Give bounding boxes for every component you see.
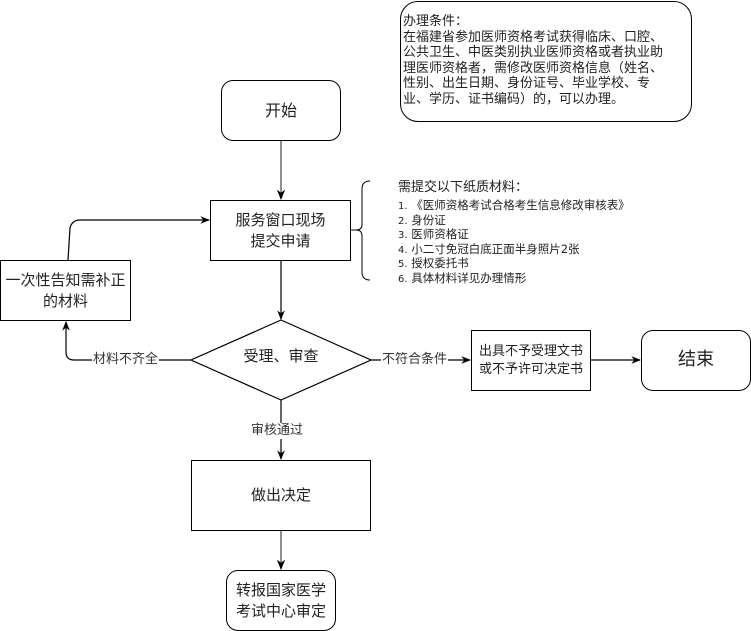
final-review-label: 转报国家医学 考试中心审定 [235,581,326,620]
conditions-note: 办理条件： 在福建省参加医师资格考试获得临床、口腔、 公共卫生、中医类别执业医师… [400,1,692,122]
edge-label-incomplete: 材料不齐全 [92,352,160,368]
edge-review-to-notify [62,321,191,361]
edge-label-approved: 审核通过 [250,423,305,439]
review-label: 受理、审查 [243,347,319,365]
materials-item: 2. 身份证 [398,212,446,227]
materials-item: 3. 医师资格证 [398,227,469,242]
materials-item: 4. 小二寸免冠白底正面半身照片2张 [398,241,580,256]
materials-heading: 需提交以下纸质材料： [398,180,529,195]
final-review-node[interactable]: 转报国家医学 考试中心审定 [226,570,336,631]
materials-list: 需提交以下纸质材料： 1. 《医师资格考试合格考生信息修改审核表》 2. 身份证… [398,176,630,287]
notify-supplement-node[interactable]: 一次性告知需补正 的材料 [0,260,131,321]
reject-label: 出具不予受理文书 或不予许可决定书 [478,343,583,377]
materials-item: 5. 授权委托书 [398,256,469,271]
decide-node[interactable]: 做出决定 [191,460,371,531]
materials-bracket [355,180,371,281]
service-window-node[interactable]: 服务窗口现场 提交申请 [210,200,351,261]
conditions-text: 办理条件： 在福建省参加医师资格考试获得临床、口腔、 公共卫生、中医类别执业医师… [403,14,664,107]
notify-supplement-label: 一次性告知需补正 的材料 [5,271,126,310]
start-label: 开始 [264,100,297,120]
materials-item: 1. 《医师资格考试合格考生信息修改审核表》 [398,198,630,212]
end-label: 结束 [678,349,714,371]
materials-item: 6. 具体材料详见办理情形 [398,270,527,285]
edge-label-not-qualified: 不符合条件 [381,352,449,368]
end-node[interactable]: 结束 [641,330,751,391]
edge-notify-to-service [67,216,210,261]
reject-node[interactable]: 出具不予受理文书 或不予许可决定书 [471,330,591,391]
decide-label: 做出决定 [250,486,311,505]
start-node[interactable]: 开始 [221,80,341,141]
service-window-label: 服务窗口现场 提交申请 [235,211,326,250]
